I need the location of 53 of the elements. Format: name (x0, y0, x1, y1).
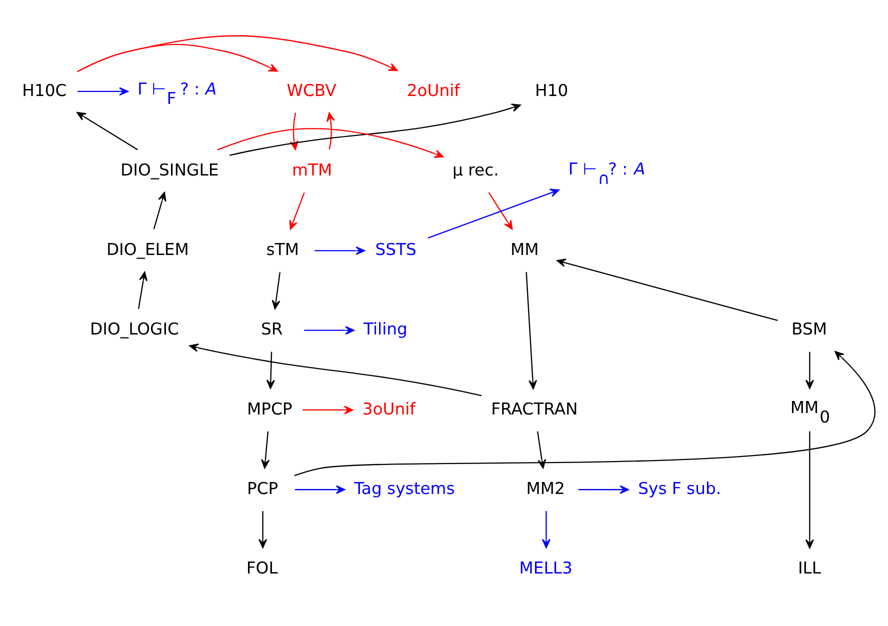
arrow (578, 485, 629, 494)
node-text: DIO_ELEM (106, 240, 189, 260)
node-text: DIO_SINGLE (120, 160, 219, 180)
arrow (428, 188, 560, 238)
node-text: WCBV (286, 80, 336, 100)
arrow (261, 431, 270, 469)
node-text: 2oUnif (406, 80, 460, 100)
node-text: SR (261, 320, 283, 339)
arrow (526, 272, 538, 390)
arrow (229, 104, 521, 156)
arrow (294, 485, 346, 494)
arrow (78, 87, 128, 96)
arrow (805, 431, 814, 549)
arrow (556, 258, 778, 322)
arrow (258, 511, 268, 548)
node-text: MM2 (526, 478, 565, 498)
arrow (217, 128, 444, 158)
arrow (314, 246, 365, 255)
arrow (76, 112, 138, 150)
arrow (542, 511, 550, 548)
arrow (289, 192, 305, 230)
node-text: sTM (266, 240, 299, 260)
arrow (302, 406, 354, 414)
node-text: mTM (292, 160, 332, 180)
arrow (294, 351, 876, 476)
node-text: Tag systems (354, 478, 455, 498)
node-text: Tiling (364, 320, 408, 339)
node-text: ILL (798, 558, 822, 578)
node-text: MM (510, 240, 539, 260)
arrow (304, 326, 354, 335)
node-text: Sys F sub. (638, 478, 722, 498)
arrow (189, 344, 482, 396)
node-text: DIO_LOGIC (90, 320, 179, 339)
node-text: 3oUnif (362, 399, 416, 418)
arrow (266, 352, 275, 389)
arrow (77, 44, 278, 72)
node-text: MELL3 (519, 558, 572, 578)
arrow (138, 272, 148, 309)
node-text: PCP (246, 478, 278, 498)
node-text: MPCP (246, 399, 292, 418)
arrow (488, 192, 513, 230)
arrow (805, 352, 814, 389)
node-text: H10C (22, 80, 67, 100)
node-text: FRACTRAN (491, 399, 578, 418)
arrow (77, 35, 398, 72)
arrow (153, 192, 166, 230)
node-text: H10 (535, 80, 568, 100)
node-text: SSTS (375, 240, 416, 260)
node-text: FOL (246, 558, 278, 578)
arrow (326, 112, 335, 150)
node-text: BSM (792, 320, 827, 339)
node-text: μ rec. (452, 160, 499, 180)
arrow (272, 272, 281, 310)
